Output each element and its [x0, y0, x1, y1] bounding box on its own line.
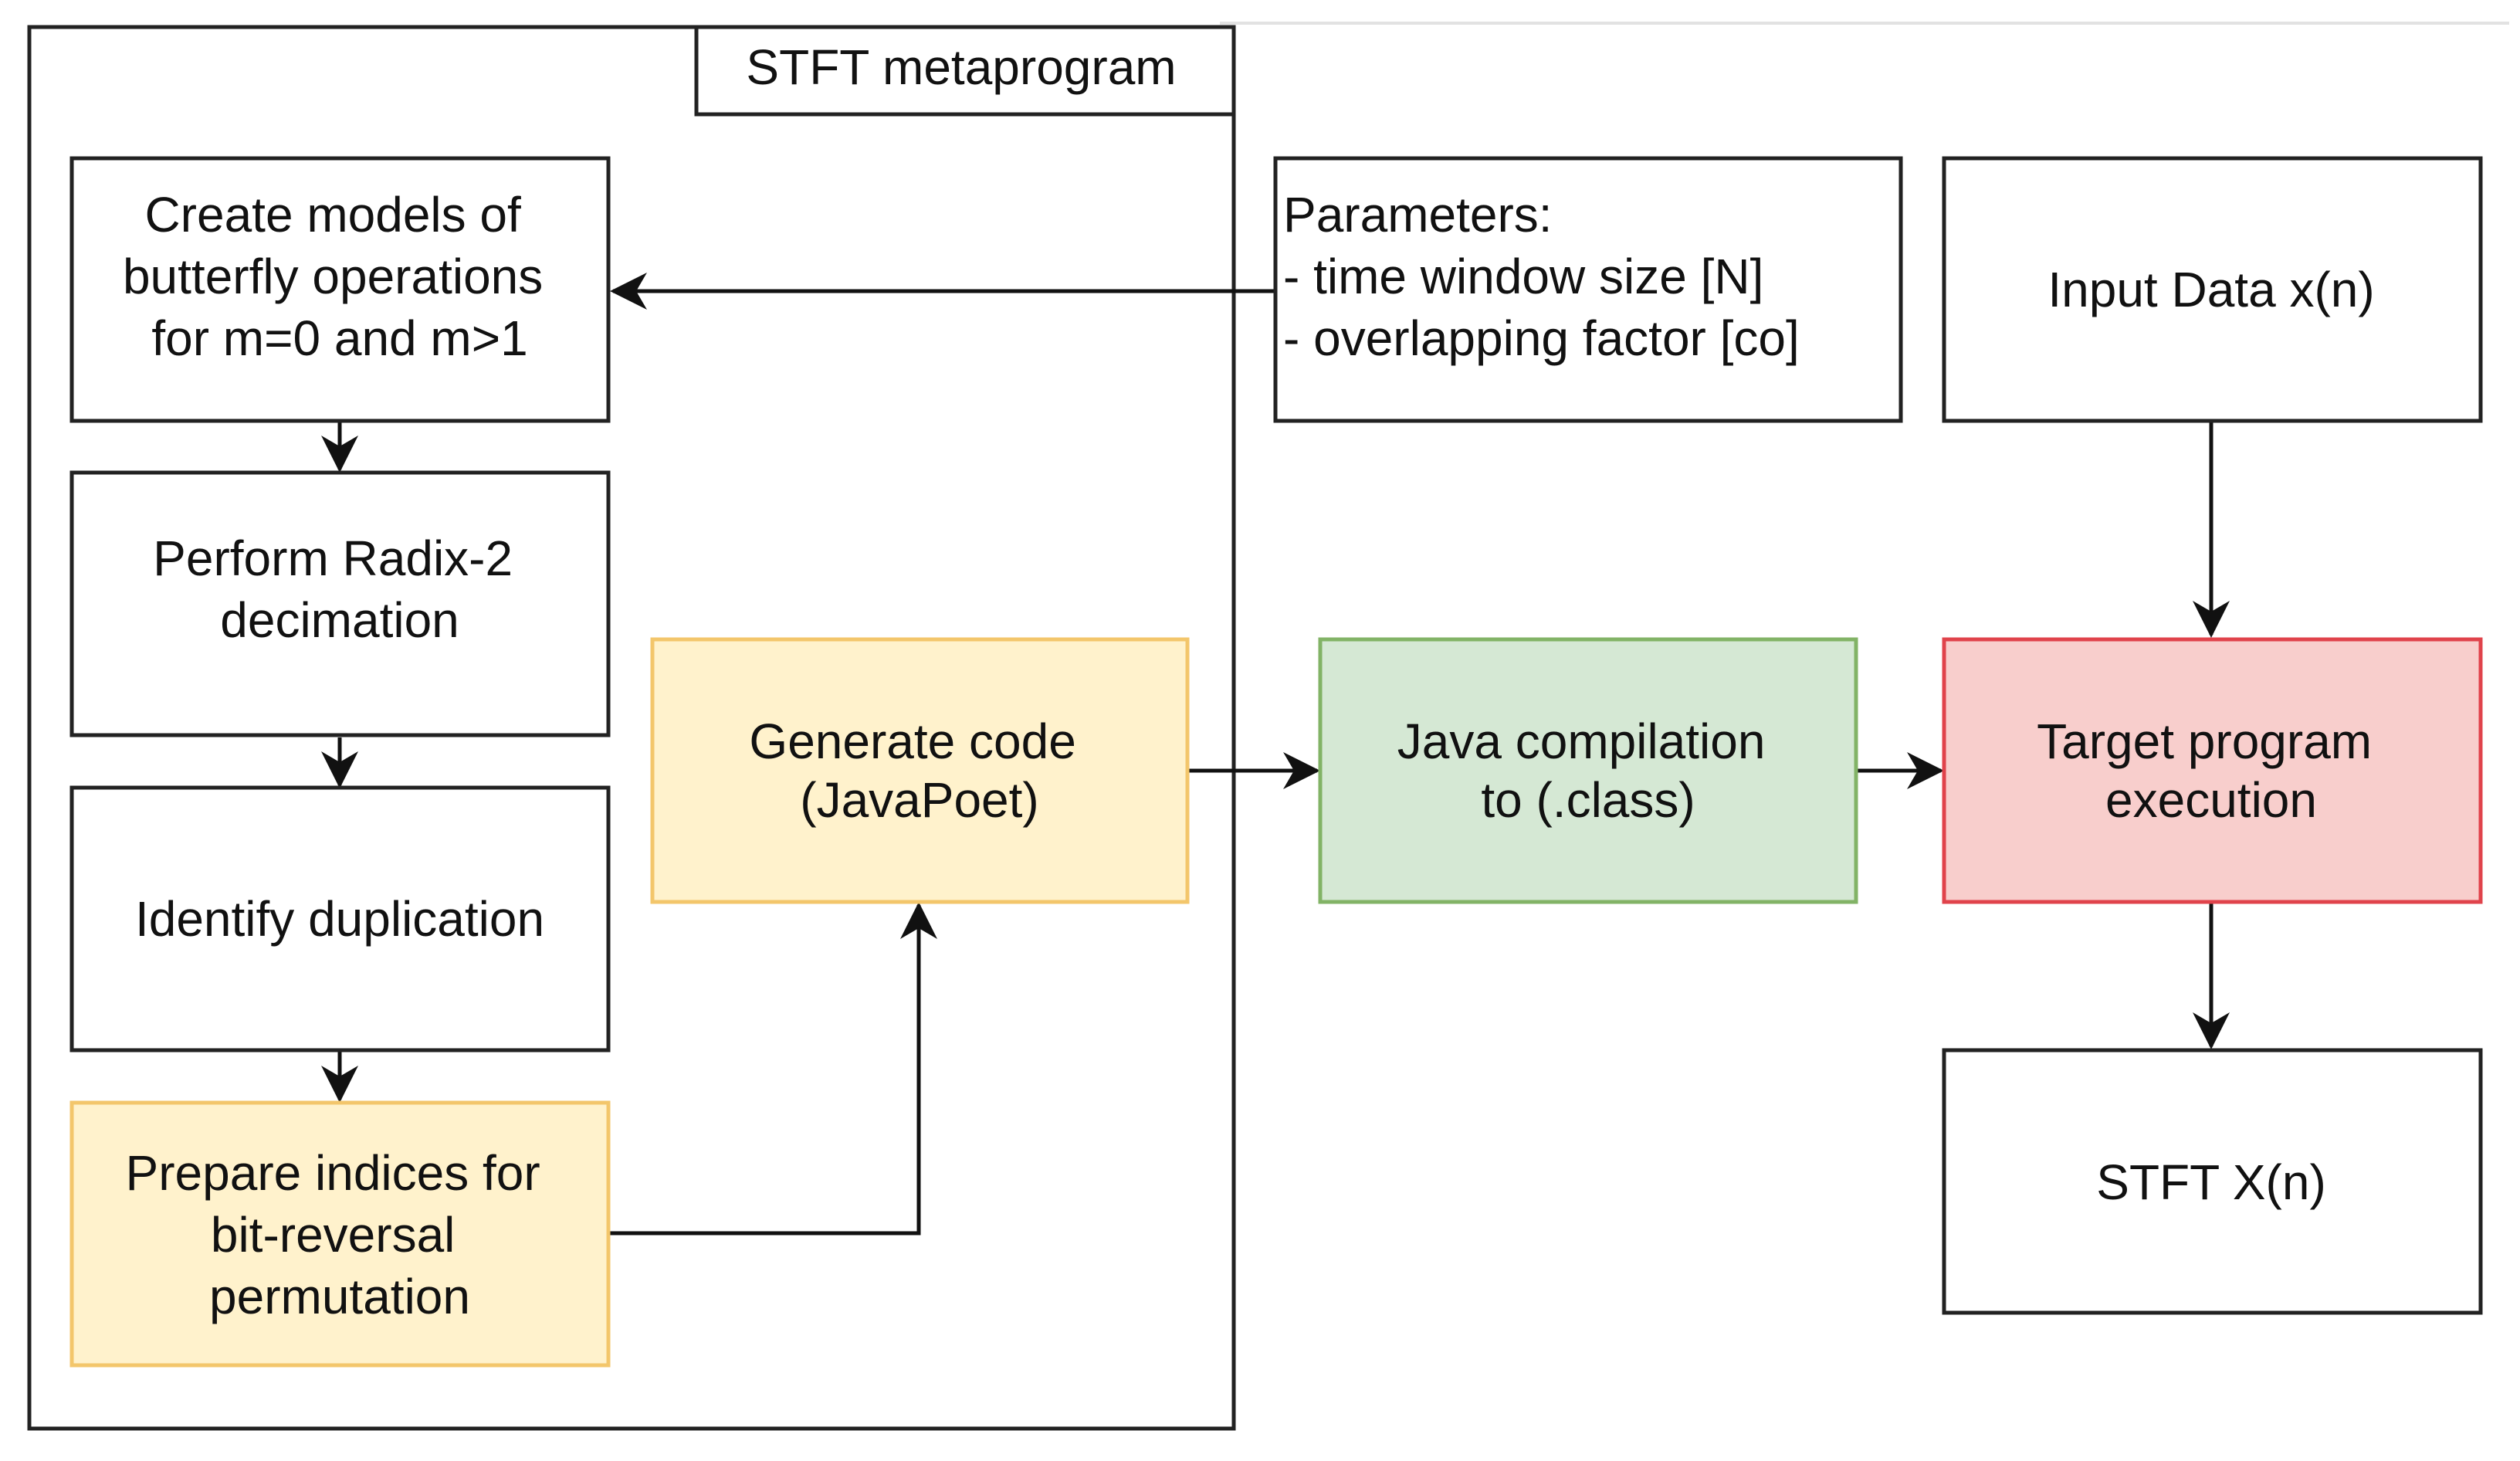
node-text: STFT X(n) — [2096, 1154, 2326, 1210]
node-line: (JavaPoet) — [800, 772, 1038, 828]
node-box — [69, 1100, 611, 1368]
edge-prepare-indices-to-generate-code — [608, 902, 937, 1236]
container-title: STFT metaprogram — [746, 39, 1176, 95]
node-line: Generate code — [749, 714, 1075, 769]
node-line: Prepare indices for — [126, 1145, 540, 1201]
node-box — [69, 470, 611, 737]
node-text: Identify duplication — [135, 891, 544, 947]
node-line: decimation — [220, 592, 459, 648]
node-parameters: Parameters: - time window size [N] - ove… — [1273, 156, 1903, 423]
node-target-exec: Target program execution — [1942, 637, 2483, 904]
container-title-box — [694, 25, 1236, 117]
node-box — [650, 637, 1190, 904]
node-identify-dup: Identify duplication — [69, 785, 611, 1053]
node-box — [1942, 156, 2483, 423]
node-line: to (.class) — [1481, 772, 1695, 828]
node-line: Parameters: — [1283, 187, 1553, 242]
node-stft-out: STFT X(n) — [1942, 1048, 2483, 1315]
node-text: Parameters: - time window size [N] - ove… — [1283, 187, 1800, 366]
node-java-compile: Java compilation to (.class) — [1318, 637, 1858, 904]
node-line: permutation — [209, 1269, 470, 1324]
node-box — [1942, 1048, 2483, 1315]
node-box — [69, 156, 611, 423]
node-text: Input Data x(n) — [2048, 262, 2374, 317]
node-line: bit-reversal — [211, 1207, 456, 1263]
node-line: - time window size [N] — [1283, 249, 1763, 304]
node-line: Perform Radix-2 — [153, 531, 513, 586]
node-line: Identify duplication — [135, 891, 544, 947]
node-box — [1318, 637, 1858, 904]
node-text: Perform Radix-2 decimation — [153, 531, 527, 648]
node-line: Target program — [2037, 714, 2372, 769]
node-text: Target program execution — [2037, 714, 2386, 828]
edges — [321, 273, 2230, 1236]
node-box — [69, 785, 611, 1053]
node-line: STFT X(n) — [2096, 1154, 2326, 1210]
node-box — [1273, 156, 1903, 423]
node-line: butterfly operations — [123, 249, 543, 304]
node-prepare-indices: Prepare indices for bit-reversal permuta… — [69, 1100, 611, 1368]
node-line: Input Data x(n) — [2048, 262, 2374, 317]
node-text: Generate code (JavaPoet) — [749, 714, 1089, 828]
metaprogram-container: STFT metaprogram — [27, 25, 1236, 1431]
node-text: Java compilation to (.class) — [1397, 714, 1779, 828]
node-create-models: Create models of butterfly operations fo… — [69, 156, 611, 423]
node-line: Java compilation — [1397, 714, 1766, 769]
node-generate-code: Generate code (JavaPoet) — [650, 637, 1190, 904]
node-line: - overlapping factor [co] — [1283, 310, 1800, 366]
node-line: Create models of — [144, 187, 521, 242]
node-text: Create models of butterfly operations fo… — [123, 187, 557, 366]
node-text: Prepare indices for bit-reversal permuta… — [126, 1145, 554, 1324]
node-radix2: Perform Radix-2 decimation — [69, 470, 611, 737]
node-line: for m=0 and m>1 — [151, 310, 527, 366]
node-box — [1942, 637, 2483, 904]
node-line: execution — [2105, 772, 2317, 828]
node-input-data: Input Data x(n) — [1942, 156, 2483, 423]
